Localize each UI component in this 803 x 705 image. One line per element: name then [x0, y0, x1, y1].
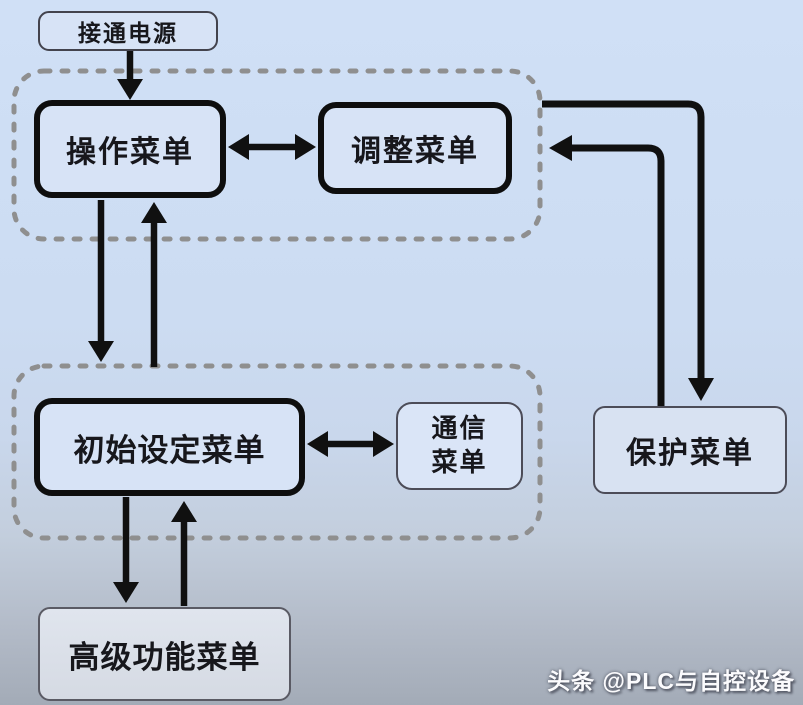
arrow-protection-to-topgroup: [549, 135, 665, 406]
node-protection-menu: 保护菜单: [593, 406, 787, 494]
node-communication-menu: 通信 菜单: [396, 402, 523, 490]
node-operation-menu-label: 操作菜单: [66, 136, 194, 169]
node-communication-menu-label: 通信 菜单: [431, 412, 487, 480]
top-group-dashed-outline: [11, 68, 543, 242]
arrow-advanced-up: [171, 501, 197, 606]
bottom-group-dashed-outline: [11, 363, 543, 541]
node-initial-setting-menu: 初始设定菜单: [34, 398, 305, 496]
node-power-on: 接通电源: [38, 11, 218, 51]
node-power-on-label: 接通电源: [78, 20, 178, 46]
arrow-initial-down: [113, 497, 139, 603]
watermark-text: 头条 @PLC与自控设备: [547, 668, 795, 694]
node-initial-setting-menu-label: 初始设定菜单: [73, 432, 266, 468]
node-adjustment-menu: 调整菜单: [318, 102, 512, 194]
node-advanced-function-menu-label: 高级功能菜单: [68, 639, 261, 675]
arrow-power-to-operation: [117, 51, 143, 100]
arrow-initial-communication: [307, 431, 394, 457]
arrow-operation-down: [88, 200, 114, 362]
node-protection-menu-label: 保护菜单: [626, 437, 754, 470]
arrow-operation-adjustment: [228, 134, 316, 160]
node-operation-menu: 操作菜单: [34, 100, 226, 198]
communication-label-line1: 通信: [431, 413, 488, 444]
node-advanced-function-menu: 高级功能菜单: [38, 607, 291, 701]
arrow-topgroup-to-protection: [542, 100, 714, 401]
node-adjustment-menu-label: 调整菜单: [351, 135, 479, 168]
communication-label-line2: 菜单: [431, 447, 488, 477]
watermark: 头条 @PLC与自控设备: [547, 662, 795, 696]
arrow-operation-up: [141, 202, 167, 367]
